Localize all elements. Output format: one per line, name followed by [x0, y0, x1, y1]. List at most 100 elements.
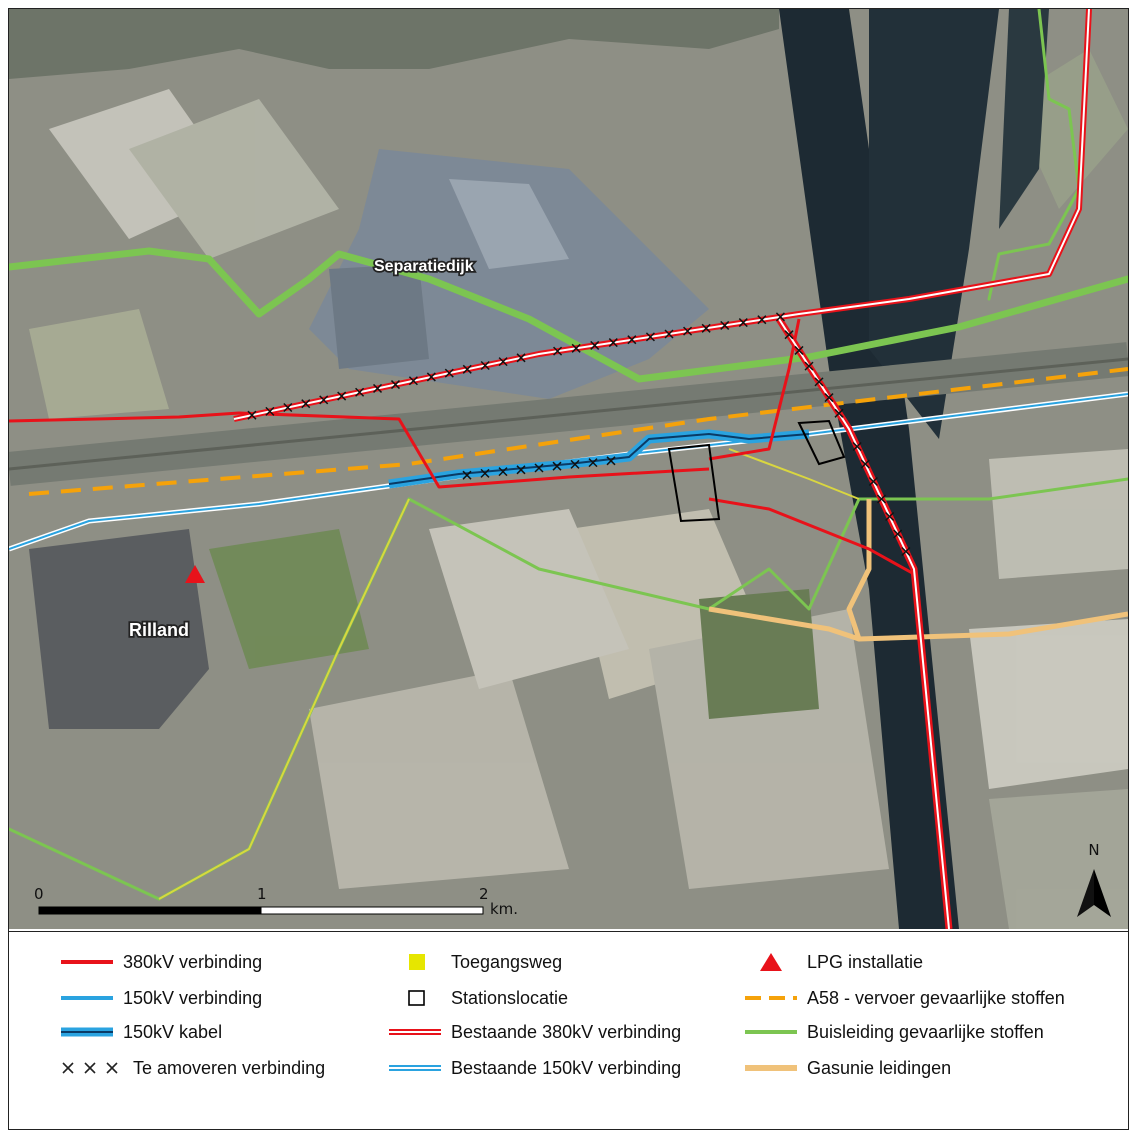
amoveren-x-mark: [757, 315, 767, 325]
legend-swatch-buisleiding: [745, 1030, 797, 1034]
amoveren-x-mark: [570, 459, 580, 469]
amoveren-x-mark: [606, 456, 616, 466]
amoveren-x-mark: [462, 364, 472, 374]
amoveren-x-mark: [265, 406, 275, 416]
legend-item-stationslocatie: Stationslocatie: [385, 984, 568, 1012]
amoveren-x-mark: [247, 410, 257, 420]
town-rilland-area: [29, 529, 209, 729]
amoveren-x-mark: [775, 312, 785, 322]
gasunie-lines: [708, 499, 1128, 642]
legend-label-a58: A58 - vervoer gevaarlijke stoffen: [807, 987, 1065, 1008]
amoveren-x-mark: [534, 463, 544, 473]
legend-swatch-gasunie: [745, 1065, 797, 1071]
legend-swatch-a58: [745, 996, 797, 1000]
legend-item-150kv: 150kV verbinding: [57, 984, 262, 1012]
map-legend: 380kV verbinding 150kV verbinding 150kV …: [9, 931, 1128, 1129]
amoveren-x-mark: [355, 387, 365, 397]
amoveren-x-mark: [283, 402, 293, 413]
legend-label-buisleiding: Buisleiding gevaarlijke stoffen: [807, 1021, 1044, 1042]
amoveren-x-mark: [372, 383, 383, 393]
amoveren-x-mark: [860, 459, 870, 469]
amoveren-x-mark: [893, 529, 903, 539]
amoveren-x-mark: [553, 346, 563, 356]
infrastructure-corridor: [9, 342, 1128, 486]
amoveren-x-mark: [645, 332, 655, 342]
legend-label-150kv: 150kV verbinding: [123, 987, 263, 1008]
scale-bar: 0 1 2 km.: [34, 885, 518, 918]
greenhouses: [309, 149, 709, 399]
legend-label-bestaande150: Bestaande 150kV verbinding: [451, 1057, 682, 1078]
amoveren-x-mark: [683, 326, 693, 336]
legend-item-amoveren: Te amoveren verbinding: [57, 1054, 325, 1082]
label-separatiedijk: Separatiedijk: [374, 258, 474, 275]
amoveren-x-mark: [444, 368, 454, 378]
amoveren-x-mark: [408, 376, 418, 386]
amoveren-x-mark: [804, 361, 814, 371]
amoveren-x-mark: [480, 468, 490, 478]
label-rilland: Rilland: [129, 620, 189, 640]
amoveren-x-mark: [390, 380, 401, 390]
legend-label-toegangsweg: Toegangsweg: [451, 951, 563, 972]
amoveren-x-mark: [720, 320, 730, 330]
lpg-triangle: [185, 565, 205, 583]
amoveren-x-mark: [498, 357, 508, 367]
amoveren-x-mark: [885, 511, 895, 522]
legend-label-bestaande380: Bestaande 380kV verbinding: [451, 1021, 682, 1042]
legend-swatch-150kv-kabel: [61, 1027, 113, 1037]
wetland-area: [9, 9, 779, 79]
legend-label-stationslocatie: Stationslocatie: [451, 987, 569, 1008]
amoveren-x-mark: [516, 353, 526, 363]
amoveren-x-mark: [701, 323, 711, 333]
field-parcels: [29, 49, 1128, 929]
scale-tick-0: 0: [34, 885, 44, 903]
amoveren-x-mark: [664, 329, 674, 339]
north-arrow: N: [1077, 841, 1111, 917]
amoveren-x-mark: [868, 476, 878, 487]
amoveren-x-mark: [498, 467, 508, 477]
amoveren-x-mark: [834, 408, 844, 418]
amoveren-x-mark: [552, 461, 562, 471]
map-frame: Separatiedijk Rilland N 0 1 2 km. 380kV …: [8, 8, 1129, 1130]
legend-swatch-lpg: [760, 953, 782, 971]
150kv-cable-core: [388, 432, 810, 485]
legend-label-150kv-kabel: 150kV kabel: [123, 1021, 223, 1042]
amoveren-x-mark: [571, 343, 581, 353]
legend-item-toegangsweg: Toegangsweg: [385, 948, 562, 976]
scale-unit: km.: [490, 900, 518, 918]
amoveren-x-mark: [852, 441, 862, 452]
amoveren-marks: [247, 312, 911, 557]
amoveren-x-mark: [590, 340, 600, 350]
scale-tick-1: 1: [257, 885, 267, 903]
amoveren-x-mark: [426, 372, 436, 382]
legend-item-lpg: LPG installatie: [741, 948, 923, 976]
legend-swatch-bestaande150: [389, 1065, 441, 1071]
legend-item-buisleiding: Buisleiding gevaarlijke stoffen: [741, 1018, 1044, 1046]
amoveren-x-mark: [319, 395, 329, 405]
amoveren-x-mark: [516, 465, 526, 475]
aerial-map[interactable]: Separatiedijk Rilland N 0 1 2 km.: [9, 9, 1128, 929]
amoveren-x-mark: [627, 335, 637, 345]
legend-label-amoveren: Te amoveren verbinding: [133, 1057, 326, 1078]
legend-swatch-bestaande380: [389, 1029, 441, 1035]
north-arrow-letter: N: [1088, 841, 1099, 859]
legend-item-150kv-kabel: 150kV kabel: [57, 1018, 222, 1046]
scale-tick-2: 2: [479, 885, 489, 903]
legend-item-a58: A58 - vervoer gevaarlijke stoffen: [741, 984, 1065, 1012]
amoveren-x-mark: [462, 470, 472, 480]
legend-label-gasunie: Gasunie leidingen: [807, 1057, 952, 1078]
legend-label-lpg: LPG installatie: [807, 951, 924, 972]
amoveren-x-mark: [301, 399, 311, 409]
amoveren-x-mark: [608, 338, 618, 348]
amoveren-x-mark: [337, 391, 347, 401]
legend-swatch-stationslocatie: [408, 990, 425, 1006]
amoveren-x-mark: [814, 377, 824, 387]
legend-swatch-toegangsweg: [409, 954, 425, 970]
amoveren-x-mark: [901, 546, 911, 557]
yellow-access-lines: [158, 448, 860, 900]
amoveren-x-mark: [876, 494, 887, 504]
amoveren-x-mark: [738, 318, 748, 328]
amoveren-x-mark: [794, 345, 804, 355]
legend-swatch-150kv: [61, 996, 113, 1000]
amoveren-x-mark: [588, 458, 598, 468]
legend-item-gasunie: Gasunie leidingen: [741, 1054, 951, 1082]
